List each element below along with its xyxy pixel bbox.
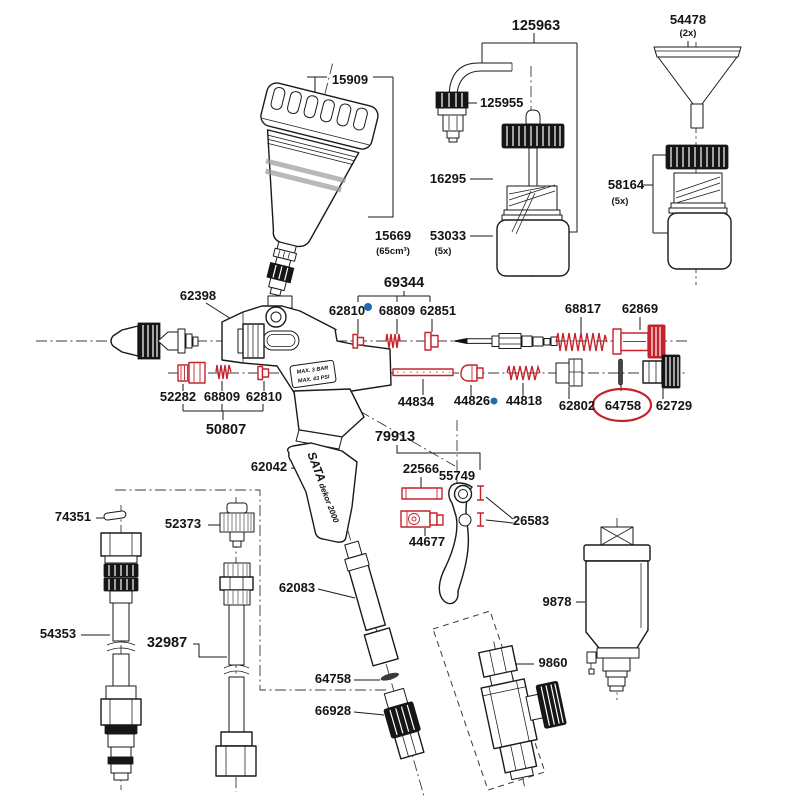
leader-lines	[81, 33, 689, 716]
part-label-62810-lower: 62810	[246, 389, 282, 404]
part-label-53033: 53033	[430, 228, 466, 243]
bottle-58164	[665, 144, 732, 270]
cup-spout	[266, 241, 297, 297]
spring-68817	[555, 332, 608, 352]
part-note-58164: (5x)	[612, 196, 629, 207]
cap-fitting-52373	[219, 502, 255, 548]
part-label-69344: 69344	[384, 275, 424, 291]
part-label-74351: 74351	[55, 509, 91, 524]
clips-26583	[477, 485, 484, 527]
knurled-knob-62729	[642, 354, 681, 389]
funnel	[653, 46, 742, 129]
washer-64758-rear	[618, 358, 623, 386]
part-label-58164: 58164	[608, 177, 645, 192]
part-label-15909: 15909	[332, 72, 368, 87]
paint-needle	[452, 333, 558, 349]
part-label-52282: 52282	[160, 389, 196, 404]
part-label-62810-upper: 62810	[329, 303, 365, 318]
part-note-53033: (5x)	[435, 246, 452, 257]
blue-dot-62810	[364, 303, 372, 311]
part-label-62851: 62851	[420, 303, 456, 318]
pin-74351	[103, 510, 127, 521]
valve-knurled-knob	[535, 681, 567, 729]
retaining-ring-62398	[237, 323, 265, 359]
pipe-assembly-32987	[215, 502, 257, 777]
ring-62851	[424, 331, 439, 351]
drain-plug	[586, 651, 597, 664]
needle-spring-44818	[506, 364, 541, 381]
part-label-62802: 62802	[559, 398, 595, 413]
paint-cup-assembly	[260, 63, 379, 304]
hose-assembly-54353	[100, 510, 142, 781]
part-label-66928: 66928	[315, 703, 351, 718]
pressure-plate-line2: MAX. 43 PSI	[298, 374, 331, 384]
part-label-68817: 68817	[565, 301, 601, 316]
part-label-44826: 44826	[454, 393, 490, 408]
part-label-68809-upper: 68809	[379, 303, 415, 318]
filter-9878	[583, 526, 651, 692]
air-cap	[110, 322, 161, 360]
refill-elbow-tube	[435, 62, 513, 143]
gun-grip	[293, 388, 365, 450]
needle-rod-44834	[392, 368, 454, 377]
part-label-64758-rear: 64758	[605, 398, 641, 413]
fluid-nozzle	[157, 328, 199, 354]
part-label-32987: 32987	[147, 635, 187, 651]
shutoff-valve-9860	[478, 641, 567, 787]
pressure-plate-line1: MAX. 3 BAR	[296, 365, 328, 375]
part-label-62083: 62083	[279, 580, 315, 595]
part-note-54478: (2x)	[680, 28, 697, 39]
spring-68809-upper	[385, 333, 401, 349]
part-label-52373: 52373	[165, 516, 201, 531]
group-boundary-line	[115, 489, 388, 691]
needle-guide-44826	[460, 364, 484, 382]
handle-62042: SATAdekor2000	[286, 442, 358, 543]
part-label-79913: 79913	[375, 429, 415, 445]
part-label-44818: 44818	[506, 393, 542, 408]
part-label-64758-bottom: 64758	[315, 671, 351, 686]
part-label-16295: 16295	[430, 171, 466, 186]
union-nut-66928	[383, 687, 425, 760]
part-label-62729: 62729	[656, 398, 692, 413]
part-label-62042: 62042	[251, 459, 287, 474]
cup-lid	[260, 82, 379, 150]
refill-bottle-16295	[496, 109, 570, 277]
part-label-44834: 44834	[398, 394, 435, 409]
part-label-44677: 44677	[409, 534, 445, 549]
adjusting-screw-62869	[612, 324, 666, 359]
part-label-22566: 22566	[403, 461, 439, 476]
part-labels: 15909 15669 (65cm³) 125963 125955 16295 …	[40, 12, 706, 718]
blue-dot-44826	[490, 397, 498, 405]
red-highlight-circle	[591, 387, 653, 423]
part-label-54353: 54353	[40, 626, 76, 641]
part-label-125955: 125955	[480, 95, 523, 110]
part-label-125963: 125963	[512, 18, 560, 34]
part-note-15669: (65cm³)	[376, 246, 410, 257]
plug-62810-lower	[257, 365, 270, 381]
plug-62810-upper	[352, 333, 365, 349]
part-label-62398: 62398	[180, 288, 216, 303]
part-label-15669: 15669	[375, 228, 411, 243]
part-label-68809-lower: 68809	[204, 389, 240, 404]
part-label-54478: 54478	[670, 12, 706, 27]
trigger-55749	[438, 482, 473, 605]
spring-68809-lower	[215, 364, 232, 380]
gland-nut-52282	[177, 361, 206, 384]
part-label-9878: 9878	[543, 594, 572, 609]
trigger-screw-44677	[400, 510, 444, 528]
part-label-50807: 50807	[206, 422, 246, 438]
part-label-9860: 9860	[539, 655, 568, 670]
pressure-plate: MAX. 3 BAR MAX. 43 PSI	[289, 359, 337, 389]
cup-body	[264, 129, 360, 248]
washer-64758-bottom	[380, 672, 399, 681]
trigger-pin-22566	[401, 487, 443, 500]
handle-tube-assembly	[344, 529, 425, 797]
part-label-55749: 55749	[439, 468, 475, 483]
side-slot	[262, 330, 300, 351]
bushing-62802	[555, 358, 583, 387]
part-label-26583: 26583	[513, 513, 549, 528]
part-label-62869: 62869	[622, 301, 658, 316]
